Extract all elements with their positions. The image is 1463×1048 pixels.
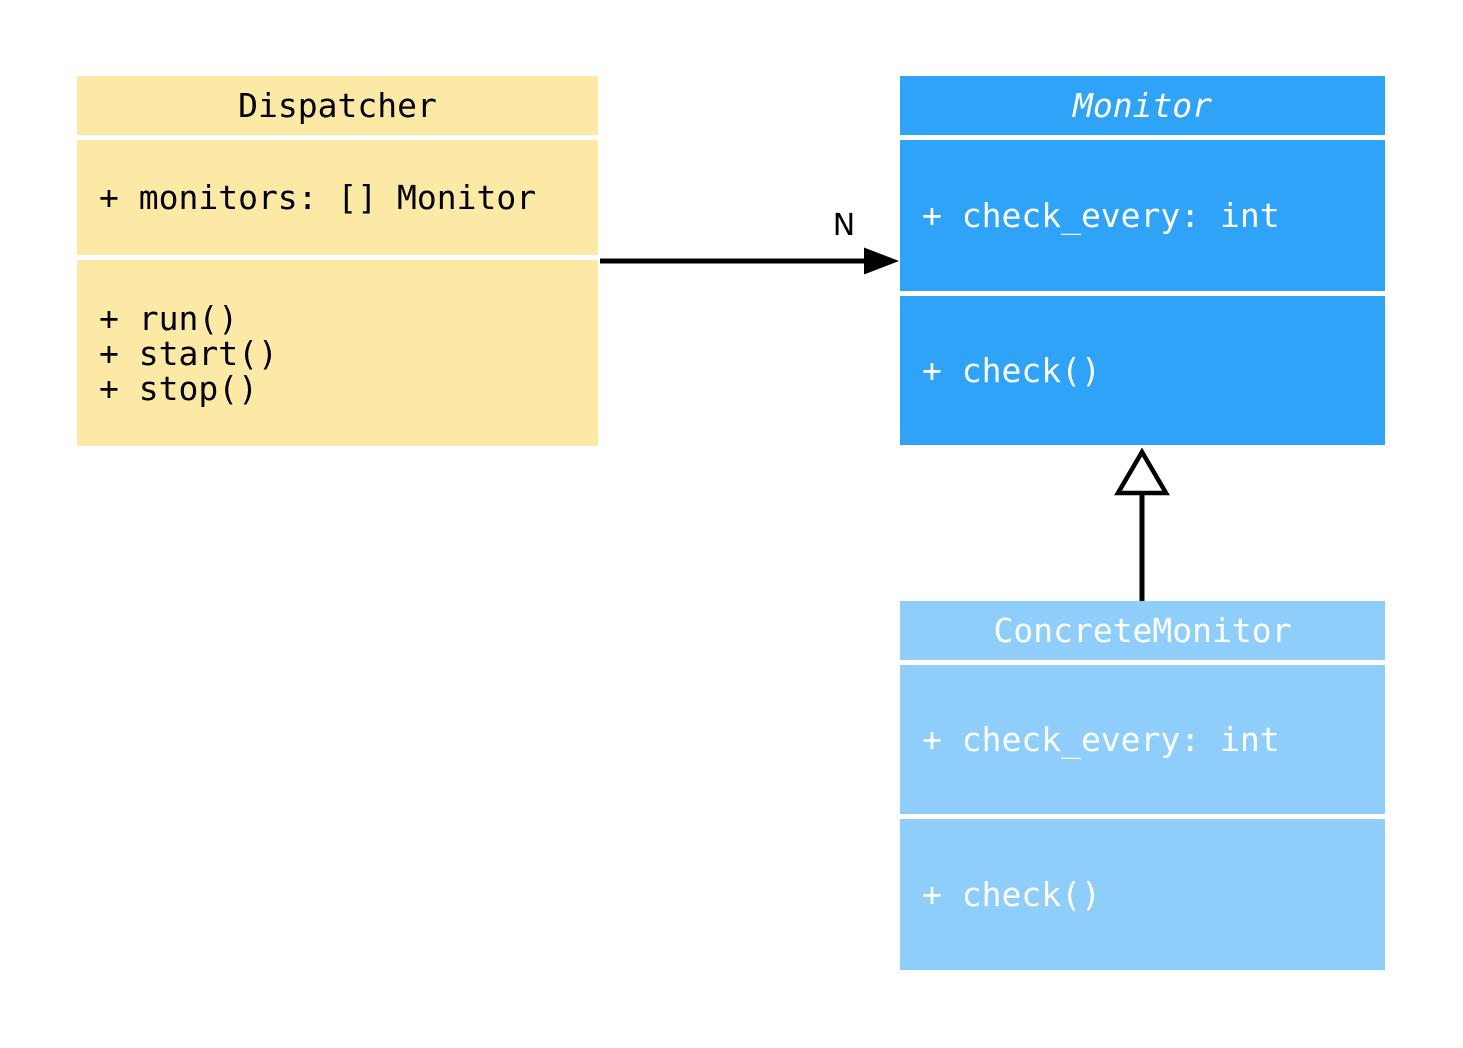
class-methods-dispatcher: + run() + start() + stop()	[77, 260, 598, 446]
class-title-concretemonitor: ConcreteMonitor	[900, 601, 1385, 660]
inheritance-edge-concretemonitor-monitor	[1114, 447, 1170, 601]
class-attributes-dispatcher: + monitors: [] Monitor	[77, 140, 598, 255]
method-line: + check()	[922, 351, 1101, 390]
class-box-dispatcher: Dispatcher + monitors: [] Monitor + run(…	[77, 76, 598, 446]
class-methods-concretemonitor: + check()	[900, 819, 1385, 970]
class-box-concretemonitor: ConcreteMonitor + check_every: int + che…	[900, 601, 1385, 970]
class-methods-monitor: + check()	[900, 296, 1385, 445]
hollow-triangle-arrowhead-icon	[1114, 447, 1170, 496]
association-edge-dispatcher-monitor	[600, 247, 899, 275]
class-title-monitor: Monitor	[900, 76, 1385, 135]
attribute-line: + check_every: int	[922, 196, 1280, 235]
class-box-monitor: Monitor + check_every: int + check()	[900, 76, 1385, 445]
method-line: + run()	[99, 298, 239, 338]
method-line: + check()	[922, 875, 1101, 914]
attribute-line: + monitors: [] Monitor	[99, 178, 537, 217]
association-multiplicity-label: N	[832, 208, 856, 243]
class-attributes-concretemonitor: + check_every: int	[900, 665, 1385, 814]
attribute-line: + check_every: int	[922, 720, 1280, 759]
filled-arrowhead-icon	[864, 247, 899, 275]
class-attributes-monitor: + check_every: int	[900, 140, 1385, 291]
class-title-dispatcher: Dispatcher	[77, 76, 598, 135]
method-line: + stop()	[99, 368, 258, 408]
method-line: + start()	[99, 333, 278, 373]
